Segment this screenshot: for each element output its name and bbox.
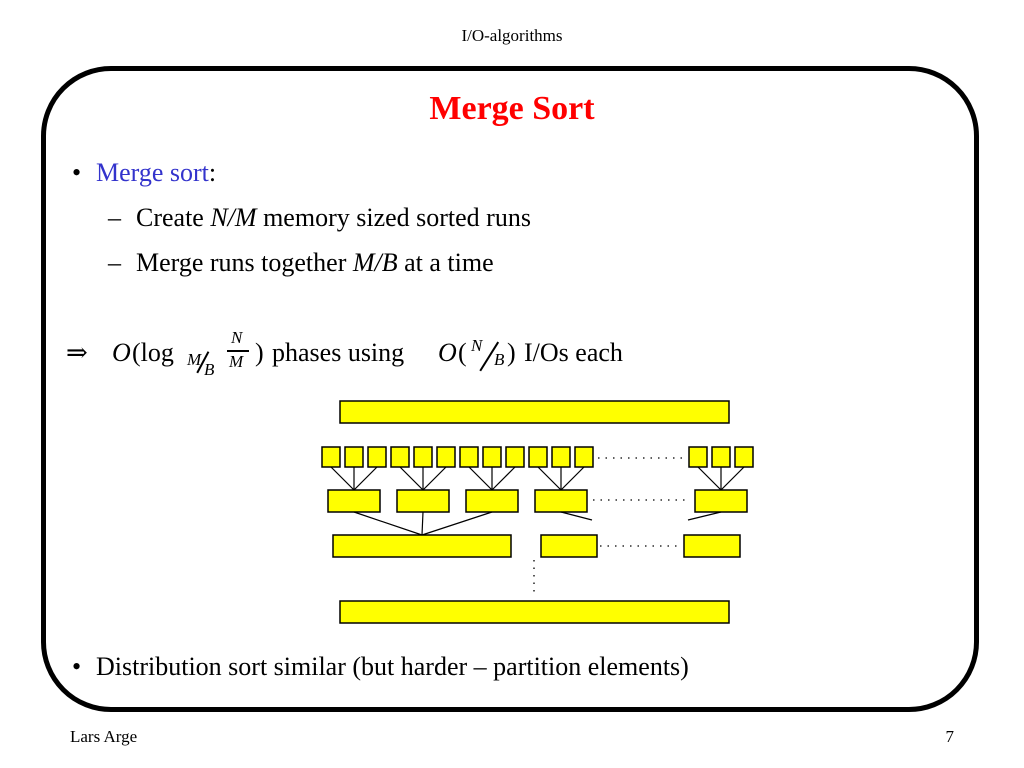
block-box — [574, 446, 594, 468]
frac-numerator-n: N — [231, 328, 243, 347]
phases-text: phases using — [272, 338, 405, 367]
ellipsis-dots — [533, 457, 688, 596]
footer-author: Lars Arge — [70, 727, 138, 746]
run-box — [534, 489, 588, 513]
sub2-prefix: Merge runs together — [136, 248, 353, 277]
close-paren-2: ) — [507, 338, 516, 367]
merged-run-bar — [332, 534, 512, 558]
tail-text: I/Os each — [524, 338, 623, 367]
log-base-b: B — [204, 360, 215, 379]
fraction-bar — [227, 350, 249, 352]
footer-page-number: 7 — [945, 727, 955, 746]
block-box — [459, 446, 479, 468]
block-box — [711, 446, 731, 468]
log-open: (log — [132, 338, 174, 367]
merge-sort-colon: : — [208, 158, 217, 187]
input-array-bar — [339, 400, 730, 424]
block-box — [482, 446, 502, 468]
bullet-marker: • — [72, 158, 82, 187]
block-box — [688, 446, 708, 468]
close-paren-1: ) — [255, 338, 264, 367]
tree-edges — [330, 466, 745, 536]
block-box — [551, 446, 571, 468]
bullet-distribution-sort: • Distribution sort similar (but harder –… — [72, 652, 689, 682]
block-box — [505, 446, 525, 468]
sub2-suffix: at a time — [397, 248, 494, 277]
block-box — [734, 446, 754, 468]
big-o-2: O — [438, 338, 457, 367]
block-box — [390, 446, 410, 468]
run-box — [396, 489, 450, 513]
block-box — [413, 446, 433, 468]
frac-denominator-m: M — [229, 352, 244, 371]
block-box — [367, 446, 387, 468]
subbullet-create-runs: –Create N/M memory sized sorted runs — [108, 203, 531, 233]
big-o-1: O — [112, 338, 131, 367]
slide-title: Merge Sort — [429, 90, 595, 127]
merged-run-bar — [540, 534, 598, 558]
sub1-suffix: memory sized sorted runs — [256, 203, 531, 232]
numerator-n-2: N — [471, 336, 483, 355]
output-array-bar — [339, 600, 730, 624]
sub1-em: N/M — [210, 203, 257, 232]
merge-sort-term: Merge sort — [96, 158, 209, 187]
slide-frame — [41, 66, 979, 712]
run-box — [465, 489, 519, 513]
block-box — [528, 446, 548, 468]
dash-marker: – — [108, 248, 121, 277]
block-box — [344, 446, 364, 468]
bullet-merge-sort: • Merge sort: — [72, 158, 216, 188]
bullet-marker: • — [72, 652, 82, 681]
distribution-sort-text: Distribution sort similar (but harder – … — [96, 652, 689, 681]
block-box — [321, 446, 341, 468]
run-box — [694, 489, 748, 513]
merged-run-bar — [683, 534, 741, 558]
implies-arrow: ⇒ — [66, 338, 88, 367]
sub1-prefix: Create — [136, 203, 211, 232]
open-paren-2: ( — [458, 338, 467, 367]
log-base-m: M — [187, 350, 202, 369]
header-title: I/O-algorithms — [461, 26, 563, 45]
dash-marker: – — [108, 203, 121, 232]
denominator-b-2: B — [494, 350, 505, 369]
sub2-em: M/B — [352, 248, 398, 277]
run-box — [327, 489, 381, 513]
subbullet-merge-runs: –Merge runs together M/B at a time — [108, 248, 494, 278]
block-box — [436, 446, 456, 468]
